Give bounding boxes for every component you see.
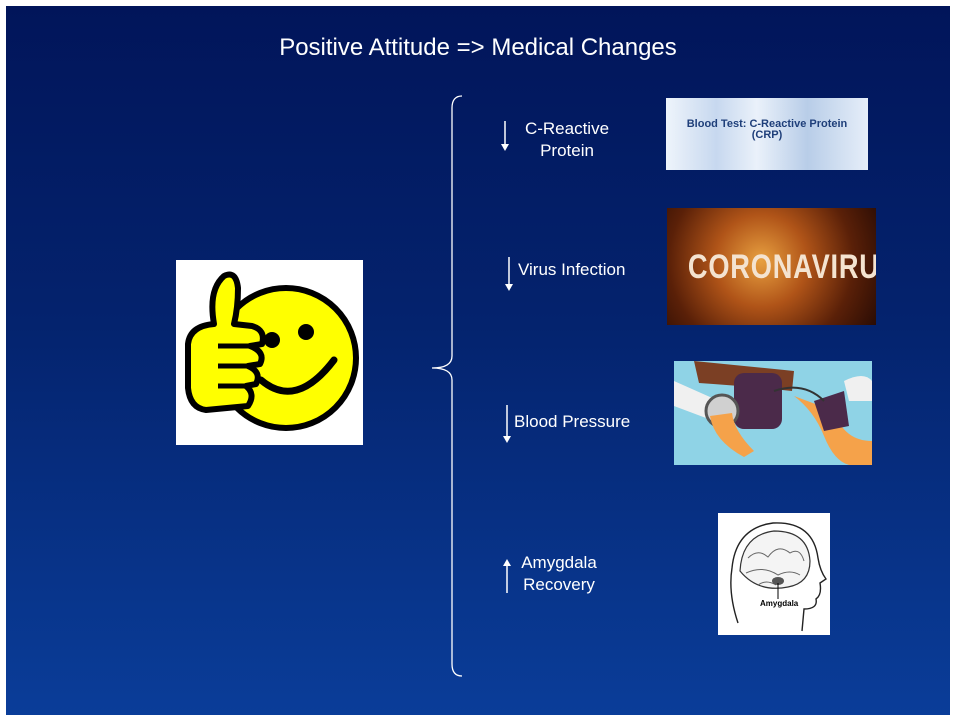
amygdala-brain-image: Amygdala: [718, 513, 830, 635]
down-arrow-icon: [505, 257, 513, 291]
coronavirus-image-caption: CORONAVIRUS: [687, 248, 876, 286]
blood-pressure-label: Blood Pressure: [514, 412, 631, 431]
up-arrow-icon: [503, 559, 511, 593]
brain-head-illustration: [730, 522, 828, 632]
blood-pressure-cuff-illustration: [674, 361, 872, 465]
amygdala-image-caption: Amygdala: [760, 599, 799, 608]
smiley-thumbs-up-icon: [185, 271, 359, 431]
down-arrow-icon: [501, 121, 509, 151]
curly-brace: [431, 95, 463, 677]
slide-title: Positive Attitude => Medical Changes: [279, 34, 677, 61]
blood-pressure-image: [674, 361, 872, 465]
crp-image-caption: Blood Test: C-Reactive Protein(CRP): [686, 118, 848, 141]
virus-infection-label: Virus Infection: [518, 260, 626, 279]
crp-blood-test-image: Blood Test: C-Reactive Protein(CRP): [666, 98, 868, 170]
slide: Positive Attitude => Medical Changes C-R…: [6, 6, 950, 715]
coronavirus-image: CORONAVIRUS: [667, 208, 876, 325]
down-arrow-icon: [503, 405, 511, 443]
thumbs-up-smiley-image: [176, 260, 363, 445]
